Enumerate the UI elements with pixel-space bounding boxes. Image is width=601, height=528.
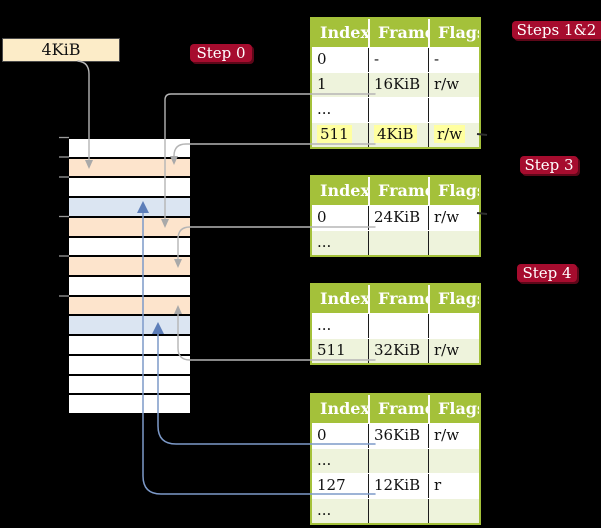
- page-table-2: IndexFrameFlags 0 24KiBr/w...: [310, 175, 481, 257]
- physical-memory-stack: [69, 137, 190, 416]
- table-row: 0 --: [312, 47, 479, 72]
- table-cell: r/w: [428, 206, 479, 230]
- table-cell: r/w: [428, 73, 479, 97]
- address-tick-marks: [59, 136, 69, 297]
- memory-frame-row-plain: [69, 237, 190, 258]
- table-row: ...: [312, 230, 479, 255]
- table-cell: ...: [317, 316, 332, 334]
- table-cell: 24KiB: [368, 206, 428, 230]
- column-header-index: Index: [320, 23, 368, 42]
- table-row: ...: [312, 97, 479, 122]
- table-cell: 511: [312, 123, 368, 147]
- table-row: ...: [312, 498, 479, 523]
- table-cell: [428, 499, 479, 523]
- table-cell: [428, 314, 479, 338]
- table-cell: 4KiB: [368, 123, 428, 147]
- table-cell: [428, 449, 479, 473]
- table-cell: 511: [317, 341, 346, 359]
- step-0-badge: Step 0: [190, 44, 252, 62]
- table-header-row: IndexFrameFlags: [312, 285, 479, 313]
- memory-frame-row-pagetable: [69, 158, 190, 179]
- steps-1-2-badge: Steps 1&2: [512, 21, 601, 39]
- column-header-flags: Flags: [428, 285, 479, 313]
- highlighted-value: 511: [317, 125, 352, 143]
- table-cell: 0: [317, 50, 327, 68]
- column-header-frame: Frame: [368, 177, 428, 205]
- memory-frame-row-pagetable: [69, 257, 190, 278]
- memory-frame-row-plain: [69, 395, 190, 416]
- table-cell: 12KiB: [368, 474, 428, 498]
- memory-frame-row-plain: [69, 375, 190, 396]
- table-cell: r/w: [428, 339, 479, 363]
- frame-size-label: 4KiB: [2, 38, 120, 62]
- column-header-flags: Flags: [428, 19, 479, 47]
- memory-frame-row-pagetable: [69, 217, 190, 238]
- table-cell: [428, 98, 479, 122]
- table-cell: [368, 499, 428, 523]
- step-4-badge: Step 4: [517, 264, 577, 282]
- table-cell: 0: [317, 208, 327, 226]
- table-cell: -: [368, 48, 428, 72]
- table-cell: [428, 231, 479, 255]
- table-cell: r/w: [428, 123, 479, 147]
- table-cell: ...: [317, 451, 332, 469]
- table-cell: 1: [317, 75, 327, 93]
- memory-frame-row-pagetable: [69, 296, 190, 317]
- table-cell: ...: [317, 100, 332, 118]
- table-cell: [368, 231, 428, 255]
- column-header-flags: Flags: [428, 395, 479, 423]
- column-header-frame: Frame: [368, 19, 428, 47]
- table-cell: [368, 449, 428, 473]
- table-cell: [368, 98, 428, 122]
- memory-frame-row-plain: [69, 137, 190, 159]
- highlighted-value: 4KiB: [374, 125, 417, 143]
- column-header-frame: Frame: [368, 395, 428, 423]
- table-cell: 16KiB: [368, 73, 428, 97]
- memory-frame-row-plain: [69, 336, 190, 356]
- memory-frame-row-plain: [69, 277, 190, 297]
- table-row: 511 4KiB r/w: [312, 122, 479, 147]
- table-cell: r: [428, 474, 479, 498]
- table-cell: ...: [317, 233, 332, 251]
- table-cell: 32KiB: [368, 339, 428, 363]
- column-header-frame: Frame: [368, 285, 428, 313]
- table-cell: ...: [317, 501, 332, 519]
- table-cell: 127: [317, 476, 346, 494]
- table-row: ...: [312, 313, 479, 338]
- column-header-flags: Flags: [428, 177, 479, 205]
- memory-frame-row-plain: [69, 355, 190, 376]
- table-cell: r/w: [428, 424, 479, 448]
- table-row: ...: [312, 448, 479, 473]
- column-header-index: Index: [320, 289, 368, 308]
- table-header-row: IndexFrameFlags: [312, 395, 479, 423]
- memory-frame-row-mapped: [69, 316, 190, 337]
- table-cell: -: [428, 48, 479, 72]
- step-3-badge: Step 3: [520, 156, 578, 174]
- table-header-row: IndexFrameFlags: [312, 177, 479, 205]
- table-header-row: IndexFrameFlags: [312, 19, 479, 47]
- highlighted-value: r/w: [434, 125, 466, 143]
- table-cell: [368, 314, 428, 338]
- table-cell: 0: [317, 426, 327, 444]
- column-header-index: Index: [320, 399, 368, 418]
- memory-frame-row-plain: [69, 178, 190, 199]
- column-header-index: Index: [320, 181, 368, 200]
- memory-frame-row-mapped: [69, 198, 190, 218]
- table-cell: 36KiB: [368, 424, 428, 448]
